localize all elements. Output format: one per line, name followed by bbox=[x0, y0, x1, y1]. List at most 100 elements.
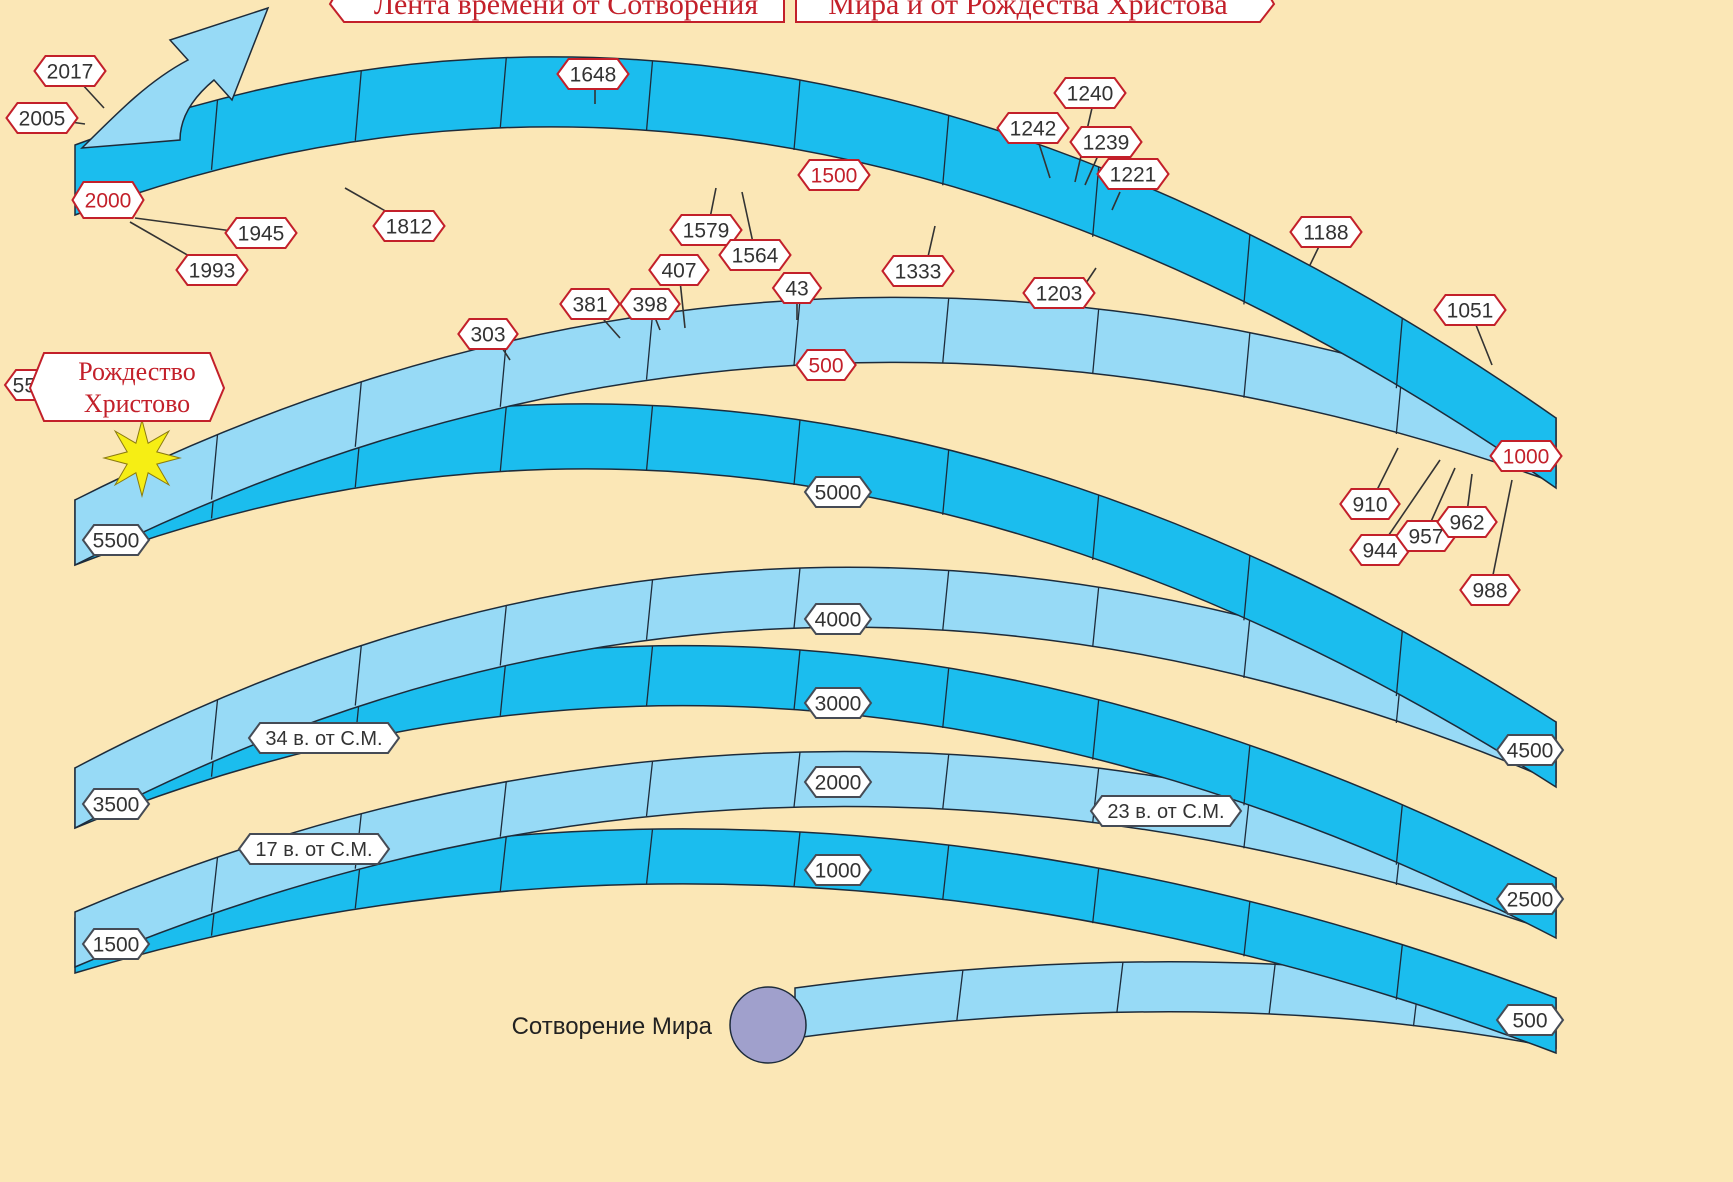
svg-text:3000: 3000 bbox=[815, 693, 862, 716]
ribbon-1000 bbox=[74, 828, 1557, 1055]
ribbon-divider bbox=[645, 828, 654, 885]
ribbon-divider bbox=[210, 434, 219, 500]
svg-text:1051: 1051 bbox=[1447, 300, 1494, 323]
ribbon-divider bbox=[499, 836, 507, 892]
svg-text:407: 407 bbox=[661, 260, 696, 283]
ribbon-divider bbox=[1395, 804, 1403, 865]
ribbon-divider bbox=[1092, 494, 1100, 561]
svg-text:1579: 1579 bbox=[683, 220, 730, 243]
year-label-1051: 1051 bbox=[1433, 294, 1507, 326]
year-label-381: 381 bbox=[559, 288, 621, 320]
svg-text:398: 398 bbox=[632, 294, 667, 317]
ribbon-divider bbox=[1243, 901, 1251, 957]
year-label-1648: 1648 bbox=[556, 58, 630, 90]
svg-text:1812: 1812 bbox=[386, 216, 433, 239]
svg-text:1945: 1945 bbox=[238, 223, 285, 246]
svg-text:5500: 5500 bbox=[93, 530, 140, 553]
svg-text:23 в. от С.М.: 23 в. от С.М. bbox=[1107, 801, 1224, 823]
svg-text:910: 910 bbox=[1352, 494, 1387, 517]
svg-text:2000: 2000 bbox=[85, 190, 132, 213]
title-left: Лента времени от Сотворения bbox=[374, 0, 759, 21]
year-label-1333: 1333 bbox=[881, 255, 955, 287]
svg-text:988: 988 bbox=[1472, 580, 1507, 603]
leader-line bbox=[1489, 479, 1513, 591]
year-label-1812: 1812 bbox=[372, 210, 446, 242]
year-label-407: 407 bbox=[648, 254, 710, 286]
svg-text:1564: 1564 bbox=[732, 245, 779, 268]
year-label-1188: 1188 bbox=[1289, 216, 1363, 248]
creation-label: Сотворение Мира bbox=[512, 1013, 713, 1040]
year-label-957: 957 bbox=[1395, 520, 1457, 552]
ribbon-divider bbox=[499, 605, 507, 666]
ribbon-divider bbox=[645, 405, 654, 471]
ribbon-divider bbox=[793, 299, 801, 366]
creation-year-label-3000: 3000 bbox=[803, 687, 873, 719]
ribbon-divider bbox=[1243, 617, 1251, 678]
creation-year-label-4000: 4000 bbox=[803, 603, 873, 635]
title-right: Мира и от Рождества Христова bbox=[828, 0, 1227, 21]
svg-text:3500: 3500 bbox=[93, 794, 140, 817]
svg-text:500: 500 bbox=[1512, 1010, 1547, 1033]
century-label: 23 в. от С.М. bbox=[1089, 795, 1243, 827]
ribbon-divider bbox=[499, 57, 507, 128]
svg-text:500: 500 bbox=[808, 355, 843, 378]
ribbon-1000-band bbox=[74, 828, 1557, 1055]
ribbon-divider bbox=[1395, 318, 1403, 389]
svg-text:381: 381 bbox=[572, 294, 607, 317]
svg-text:1000: 1000 bbox=[1503, 446, 1550, 469]
year-label-2000: 2000 bbox=[71, 181, 145, 219]
ribbon-divider bbox=[645, 645, 654, 706]
creation-circle bbox=[729, 986, 807, 1064]
svg-text:2005: 2005 bbox=[19, 108, 66, 131]
year-label-1240: 1240 bbox=[1053, 77, 1127, 109]
svg-text:1500: 1500 bbox=[811, 165, 858, 188]
svg-text:1333: 1333 bbox=[895, 261, 942, 284]
ribbon-divider bbox=[793, 419, 801, 486]
year-label-1239: 1239 bbox=[1069, 126, 1143, 158]
creation-year-label-5500: 5500 bbox=[81, 524, 151, 556]
svg-text:5000: 5000 bbox=[815, 482, 862, 505]
ribbon-divider bbox=[210, 857, 219, 913]
ribbon-divider bbox=[793, 649, 801, 711]
svg-text:303: 303 bbox=[470, 324, 505, 347]
ribbon-divider bbox=[1092, 868, 1100, 924]
ribbon-divider bbox=[942, 844, 950, 901]
ribbon-divider bbox=[210, 99, 219, 170]
svg-text:Рождество: Рождество bbox=[78, 357, 196, 386]
year-label-43: 43 bbox=[771, 272, 823, 304]
year-label-1000: 1000 bbox=[1489, 440, 1563, 472]
svg-text:2000: 2000 bbox=[815, 772, 862, 795]
ribbon-divider bbox=[942, 115, 950, 186]
ribbon-divider bbox=[645, 579, 654, 640]
svg-text:957: 957 bbox=[1408, 526, 1443, 549]
ribbon-divider bbox=[942, 754, 950, 810]
year-label-303: 303 bbox=[457, 318, 519, 350]
svg-text:1240: 1240 bbox=[1067, 83, 1114, 106]
svg-text:1500: 1500 bbox=[93, 934, 140, 957]
svg-text:944: 944 bbox=[1362, 540, 1397, 563]
year-label-398: 398 bbox=[619, 288, 681, 320]
svg-text:4500: 4500 bbox=[1507, 740, 1554, 763]
year-label-1242: 1242 bbox=[996, 112, 1070, 144]
year-label-500: 500 bbox=[795, 349, 857, 381]
year-label-944: 944 bbox=[1349, 534, 1411, 566]
svg-text:43: 43 bbox=[785, 278, 808, 301]
ribbon-1000-1500-2000-band bbox=[74, 56, 1557, 490]
decorations: Сотворение Мира bbox=[80, 6, 807, 1064]
timeline-ribbons bbox=[74, 56, 1557, 1055]
svg-text:1993: 1993 bbox=[189, 260, 236, 283]
year-label-910: 910 bbox=[1339, 488, 1401, 520]
year-label-962: 962 bbox=[1436, 506, 1498, 538]
svg-text:4000: 4000 bbox=[815, 609, 862, 632]
ribbon-divider bbox=[1243, 745, 1251, 806]
svg-text:1648: 1648 bbox=[570, 64, 617, 87]
ribbon-divider bbox=[942, 570, 950, 631]
ribbon-1000-1500-2000 bbox=[74, 56, 1557, 490]
ribbon-divider bbox=[1116, 962, 1124, 1013]
ribbon-divider bbox=[1092, 587, 1100, 648]
svg-text:Христово: Христово bbox=[84, 389, 190, 418]
ribbon-divider bbox=[793, 831, 801, 888]
creation-year-label-500: 500 bbox=[1495, 1004, 1565, 1036]
ribbon-divider bbox=[1243, 555, 1251, 621]
